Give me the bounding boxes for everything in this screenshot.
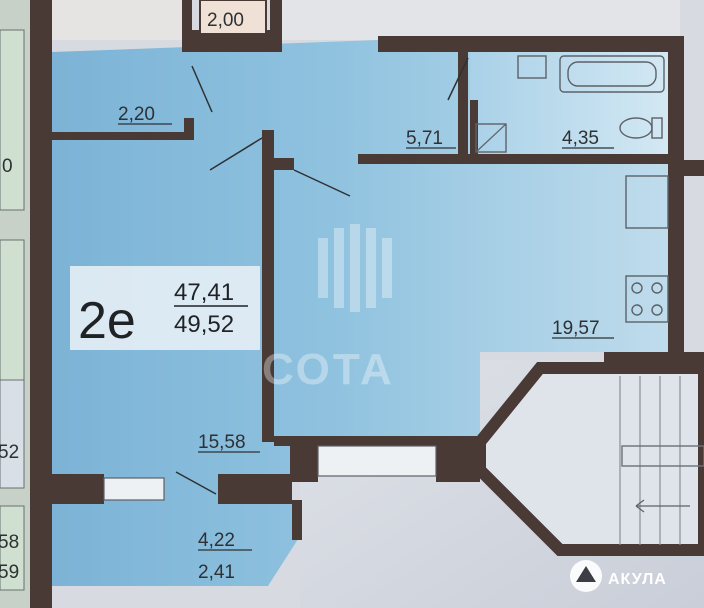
- sink-icon: [517, 55, 547, 79]
- door-swings: [175, 57, 469, 495]
- kitchen-sink-icon: [625, 175, 669, 229]
- kitchen-living-area-label: 19,57: [552, 318, 600, 339]
- left-neighbor-fixtures: [0, 29, 25, 591]
- living-area: 47,41: [174, 279, 234, 306]
- watermark-text: СОТА: [262, 345, 395, 394]
- apartment-fill: [52, 40, 668, 586]
- shaft-icon: [475, 123, 507, 153]
- sota-logo-icon: [318, 224, 392, 312]
- left-neighbor-label-3: 58: [0, 532, 19, 553]
- apartment-code: 2e: [78, 292, 136, 350]
- akula-badge-label: АКУЛА: [608, 571, 667, 588]
- top-area-box: [199, 0, 267, 35]
- top-neighbor-apartment: [52, 0, 182, 40]
- corridor-area-label: 5,71: [406, 128, 443, 149]
- balcony-area-label: 4,22: [198, 530, 235, 551]
- top-area-label: 2,00: [207, 10, 244, 31]
- windows: [103, 445, 437, 501]
- balcony-reduced-area-label: 2,41: [198, 562, 235, 583]
- hall-area-label: 2,20: [118, 104, 155, 125]
- stove-icon: [625, 275, 669, 323]
- kitchen-fixtures: [625, 175, 669, 323]
- bathroom-fixtures: [475, 55, 665, 153]
- left-neighbor-label-4: 59: [0, 562, 19, 583]
- bathtub-icon: [559, 55, 665, 93]
- apartment-info-box: [70, 266, 260, 350]
- left-neighbor-label-1: 0: [2, 156, 13, 177]
- top-right-neighbor: [280, 0, 680, 40]
- bathroom-area-label: 4,35: [562, 128, 599, 149]
- left-neighbor-label-2: 52: [0, 442, 19, 463]
- bedroom-area-label: 15,58: [198, 432, 246, 453]
- akula-fin-icon: [576, 566, 596, 582]
- total-area: 49,52: [174, 311, 234, 338]
- walls: [30, 0, 704, 608]
- stairwell: [474, 362, 704, 556]
